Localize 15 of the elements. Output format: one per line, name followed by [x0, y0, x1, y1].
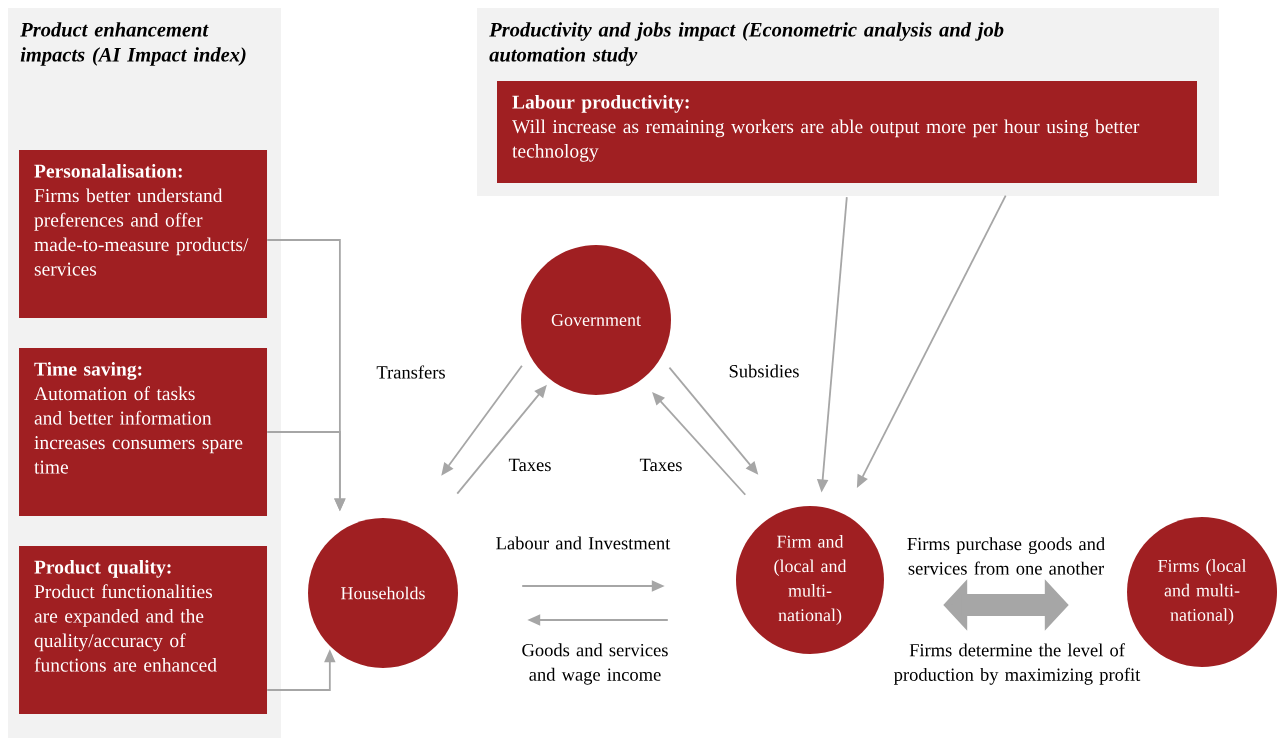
edge-label: Firms purchase goods and services from one another	[907, 537, 1105, 575]
text-box: Labour productivity: Will increase as remaining workers are able output more per hour using better technology	[497, 81, 1197, 183]
edge-label: Taxes	[508, 458, 551, 472]
edge-label: Subsidies	[729, 364, 799, 378]
edge-label: Transfers	[376, 365, 445, 379]
circle-node: Households	[308, 518, 458, 668]
edge-label: Goods and services and wage income	[522, 643, 668, 685]
text-box: Personalalisation: Firms better understand preferences and offer made-to-measure products/ services	[19, 150, 267, 318]
text-box: Time saving: Automation of tasks and better information increases consumers spare time	[19, 348, 267, 516]
circle-node: Firms (local and multi-national)	[1127, 517, 1277, 667]
text-box: Product quality: Product functionalities are expanded and the quality/accuracy of functions are enhanced	[19, 546, 267, 714]
edge-label: Taxes	[639, 458, 682, 472]
edge-label: Labour and Investment	[496, 536, 671, 550]
circle-node: Firm and (local and multi-national)	[736, 506, 884, 654]
circle-node: Government	[521, 245, 671, 395]
